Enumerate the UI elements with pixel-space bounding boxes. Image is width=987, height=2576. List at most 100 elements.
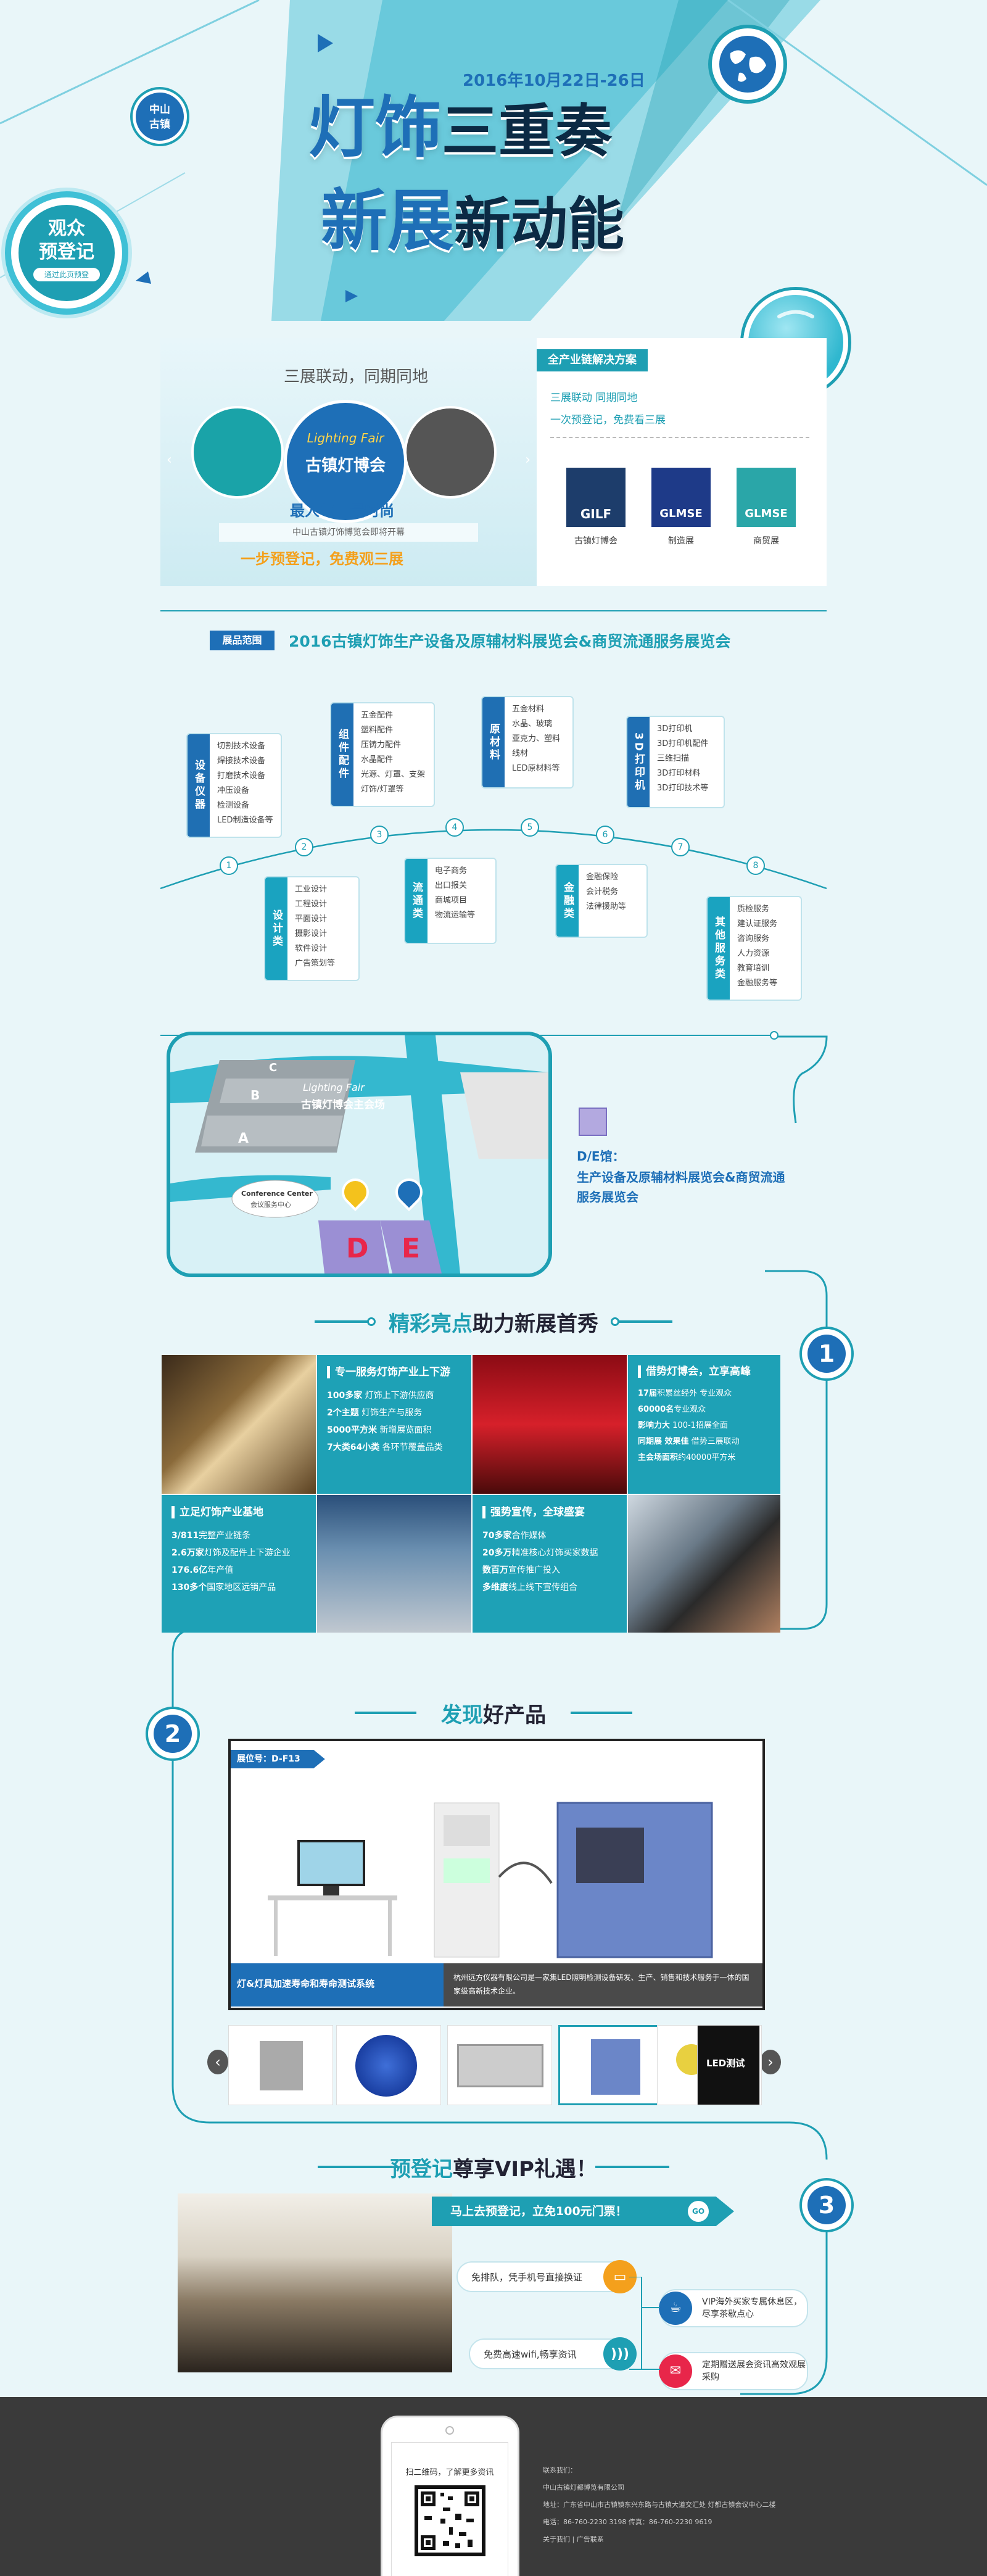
slider-next-arrow[interactable]: › xyxy=(525,452,531,468)
photo-exhibition-hall xyxy=(317,1495,471,1633)
venue-label-en: Lighting Fair xyxy=(303,1082,365,1093)
register-badge[interactable]: 观众 预登记 通过此页预登 xyxy=(5,191,128,315)
hall-a-label: A xyxy=(238,1131,249,1146)
lighting-fair-logo: Lighting Fair 古镇灯博会 xyxy=(284,400,407,523)
highlights-grid: 专一服务灯饰产业上下游 100多家 灯饰上下游供应商 2个主题 灯饰生产与服务 … xyxy=(162,1355,780,1633)
company-name: 中山古镇灯都博览有限公司 xyxy=(543,2483,624,2491)
benefit-vip-lounge: ☕ VIP海外买家专属休息区，尽享茶歇点心 xyxy=(659,2289,808,2327)
section3-title: 预登记尊享VIP礼遇！ xyxy=(390,2157,597,2182)
timeline-node-5: 5 xyxy=(521,818,539,837)
section2-title: 发现好产品 xyxy=(441,1703,546,1728)
scope-title: 2016古镇灯饰生产设备及原辅材料展览会&商贸流通服务展览会 xyxy=(289,632,731,650)
slide-title: 三展联动，同期同地 xyxy=(284,368,429,386)
slider-prev-arrow[interactable]: ‹ xyxy=(167,452,172,468)
section3-number-badge: 3 xyxy=(799,2178,854,2232)
scope-category-circulation: 流通类 电子商务出口报关商城项目物流运输等 xyxy=(404,858,497,944)
title-line2-b: 新动能 xyxy=(454,191,625,257)
product-showcase: 展位号：D-F13 灯&灯具加速寿命和寿命测试系统 杭州远方仪器有限公司是一家集… xyxy=(228,1739,765,2010)
timeline-node-2: 2 xyxy=(295,838,313,856)
logo-glmse-2-label: 商贸展 xyxy=(753,536,779,546)
contact-label: 联系我们： xyxy=(543,2466,577,2474)
page-title: 灯饰三重奏 新展新动能 xyxy=(308,91,740,278)
footer-links[interactable]: 关于我们 | 广告联系 xyxy=(543,2535,604,2543)
highlight-cell-2: 借势灯博会，立享高峰 17届积累丝经外 专业观众 60000名专业观众 影响力大… xyxy=(628,1355,780,1494)
conference-label-cn: 会议服务中心 xyxy=(250,1201,291,1209)
phone-mockup: 扫二维码，了解更多资讯 xyxy=(381,2416,519,2576)
photo-vip-lounge xyxy=(178,2193,452,2372)
timeline-node-6: 6 xyxy=(596,826,614,844)
booth-number-tag: 展位号：D-F13 xyxy=(231,1750,325,1768)
event-date: 2016年10月22日-26日 xyxy=(463,72,645,90)
thumb-prev-arrow[interactable]: ‹ xyxy=(207,2050,228,2074)
highlight-cell-3: 立足灯饰产业基地 3/811完整产业链条 2.6万家灯饰及配件上下游企业 176… xyxy=(162,1495,316,1633)
panel-tag: 全产业链解决方案 xyxy=(537,349,648,371)
globe-icon xyxy=(708,25,787,104)
logo-glmse-1: GLMSE xyxy=(651,468,711,527)
title-line1-a: 灯饰 xyxy=(308,89,442,167)
product-thumb-1[interactable] xyxy=(228,2025,333,2105)
benefit-wifi: 免费高速wifi,畅享资讯 ))) xyxy=(469,2337,637,2371)
photo-visitors xyxy=(628,1495,780,1633)
panel-line2: 一次预登记，免费看三展 xyxy=(550,414,666,426)
slide-note: 中山古镇灯饰博览会即将开幕 xyxy=(219,523,478,542)
register-button[interactable]: 通过此页预登 xyxy=(33,268,100,281)
mail-icon: ✉ xyxy=(659,2354,692,2388)
logo-gilf: GILF xyxy=(566,468,626,527)
map-legend-swatch xyxy=(579,1108,607,1136)
coffee-icon: ☕ xyxy=(659,2292,692,2325)
timeline-node-1: 1 xyxy=(220,856,238,875)
timeline-node-7: 7 xyxy=(671,838,690,856)
highlight-cell-1: 专一服务灯饰产业上下游 100多家 灯饰上下游供应商 2个主题 灯饰生产与服务 … xyxy=(317,1355,471,1494)
scope-tag: 展品范围 xyxy=(210,631,275,650)
product-thumb-6[interactable]: LED测试 xyxy=(697,2025,760,2105)
wifi-icon: ))) xyxy=(603,2337,637,2371)
register-line1: 观众 xyxy=(48,218,85,239)
hall-d-label: D xyxy=(346,1233,369,1264)
slide-promo: 一步预登记，免费观三展 xyxy=(241,550,403,568)
product-description: 杭州远方仪器有限公司是一家集LED照明检测设备研发、生产、销售和技术服务于一体的… xyxy=(444,1963,762,2007)
slide-slogan: 最人气 最时尚 xyxy=(290,502,395,520)
company-phone: 电话：86-760-2230 3198 传真：86-760-2230 9619 xyxy=(543,2518,712,2526)
scope-category-components: 组件配件 五金配件塑料配件压铸力配件水晶配件光源、灯罩、支架灯饰/灯罩等 xyxy=(330,702,435,807)
preregister-cta[interactable]: 马上去预登记，立免100元门票！ xyxy=(432,2197,734,2226)
benefit-newsletter: ✉ 定期赠送展会资讯高效观展采购 xyxy=(659,2352,808,2390)
thumb-next-arrow[interactable]: › xyxy=(760,2050,781,2074)
footer-contact: 联系我们： 中山古镇灯都博览有限公司 地址：广东省中山市古镇镇东兴东路与古镇大道… xyxy=(543,2462,776,2548)
banner-panel: 全产业链解决方案 三展联动 同期同地 一次预登记，免费看三展 GILF 古镇灯博… xyxy=(537,338,827,586)
logo-glmse-1-label: 制造展 xyxy=(668,536,694,546)
badge-line1: 中山 xyxy=(149,104,170,116)
cta-label: 马上去预登记，立免100元门票！ xyxy=(450,2205,627,2218)
venue-map: A B C Lighting Fair 古镇灯博会主会场 Conference … xyxy=(167,1032,552,1277)
logo-glmse-2: GLMSE xyxy=(737,468,796,527)
section1-number-badge: 1 xyxy=(799,1327,854,1381)
hall-e-label: E xyxy=(402,1233,421,1264)
map-legend-desc: 生产设备及原辅材料展览会&商贸流通服务展览会 xyxy=(577,1170,785,1204)
benefit-no-queue: 免排队，凭手机号直接换证 ▭ xyxy=(456,2260,637,2293)
qr-caption: 扫二维码，了解更多资讯 xyxy=(405,2468,494,2477)
go-icon[interactable]: GO xyxy=(688,2201,709,2222)
qr-code[interactable] xyxy=(415,2485,485,2556)
company-address: 地址：广东省中山市古镇镇东兴东路与古镇大道交汇处 灯都古镇会议中心二楼 xyxy=(543,2501,776,2509)
glmse-logo-left xyxy=(191,406,284,499)
scope-category-other-services: 其他服务类 质检服务建认证服务咨询服务人力资源教育培训金融服务等 xyxy=(706,896,802,1001)
highlight-cell-4: 强势宣传，全球盛宴 70多家合作媒体 20多万精准核心灯饰买家数据 数百万宣传推… xyxy=(473,1495,627,1633)
product-thumb-4[interactable] xyxy=(558,2025,663,2105)
title-line1-b: 三重奏 xyxy=(442,98,613,164)
product-thumb-3[interactable] xyxy=(447,2025,552,2105)
map-legend-title: D/E馆： xyxy=(577,1149,625,1164)
product-thumb-2[interactable] xyxy=(336,2025,441,2105)
panel-line1: 三展联动 同期同地 xyxy=(550,392,638,404)
timeline-node-3: 3 xyxy=(370,826,389,844)
scope-category-design: 设计类 工业设计工程设计平面设计摄影设计软件设计广告策划等 xyxy=(264,876,360,981)
glmse-logo-right xyxy=(404,406,497,499)
title-line2-a: 新展 xyxy=(321,183,455,260)
venue-label-cn: 古镇灯博会主会场 xyxy=(301,1099,385,1111)
logo-en: Lighting Fair xyxy=(307,431,384,445)
banner-slider[interactable]: 三展联动，同期同地 Lighting Fair 古镇灯博会 最人气 最时尚 中山… xyxy=(160,338,537,586)
photo-chandelier xyxy=(162,1355,316,1494)
logo-cn: 古镇灯博会 xyxy=(305,457,386,475)
scope-category-finance: 金融类 金融保险会计税务法律援助等 xyxy=(555,864,648,938)
